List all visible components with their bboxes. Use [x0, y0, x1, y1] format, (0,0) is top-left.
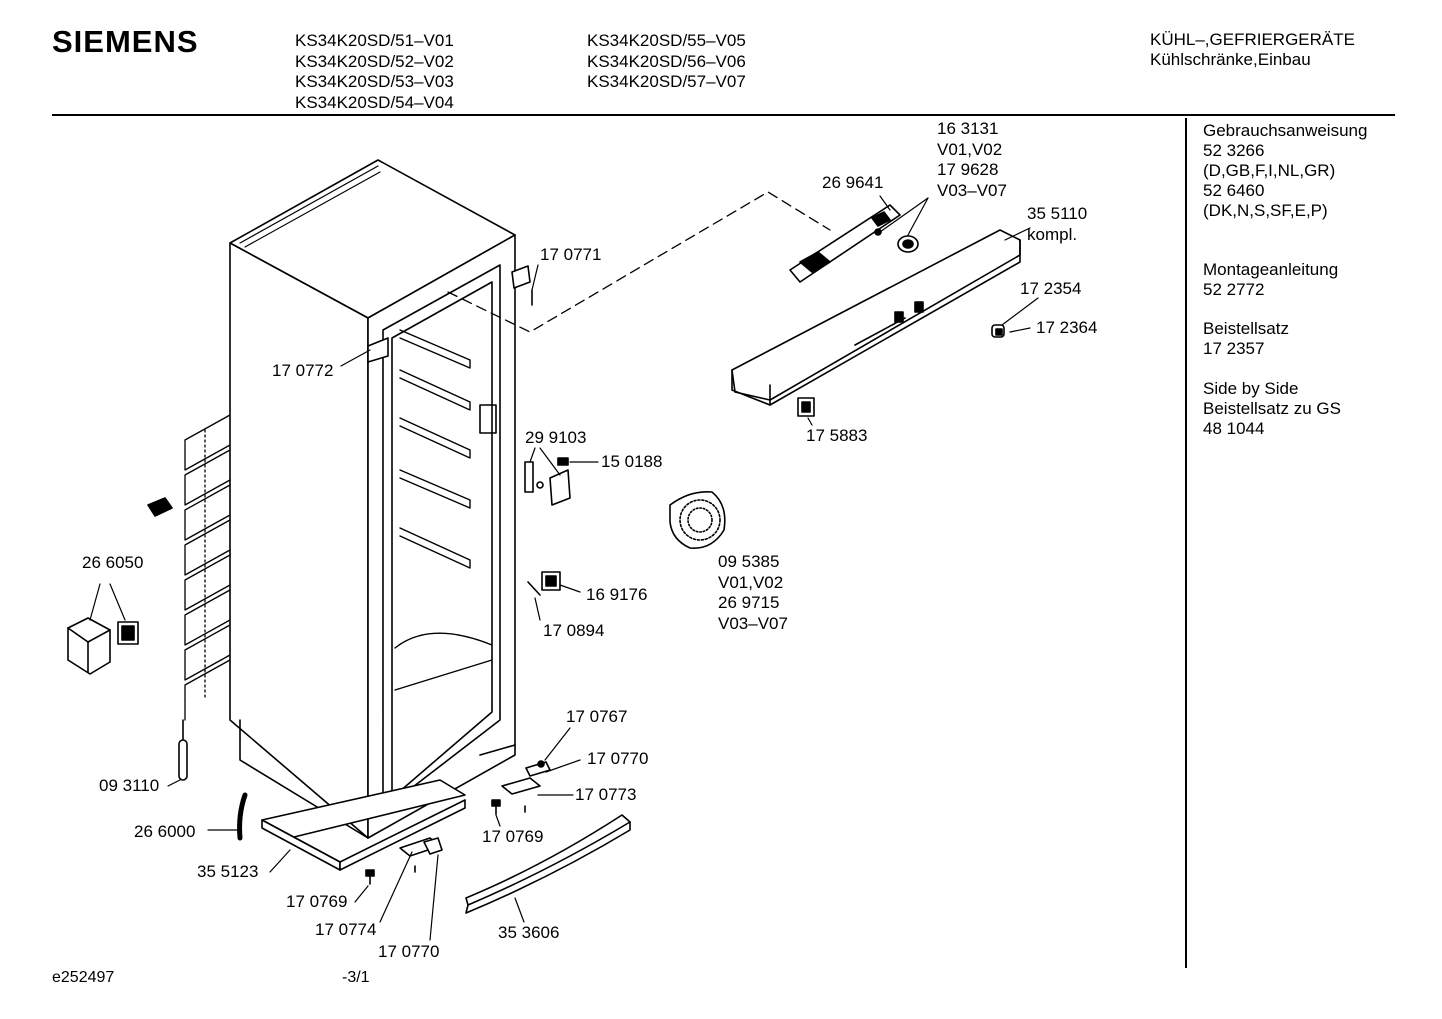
part-number: 15 0188 — [601, 452, 663, 471]
part-number: 26 9715 — [718, 593, 780, 612]
assembly-block: Montageanleitung 52 2772 — [1203, 260, 1338, 300]
subcategory: Kühlschränke,Einbau — [1150, 50, 1311, 69]
model-number: KS34K20SD/56–V06 — [587, 51, 746, 71]
part-number: 17 0774 — [315, 920, 377, 939]
leader-lines — [89, 195, 1039, 941]
model-number: KS34K20SD/53–V03 — [295, 72, 454, 91]
model-number: KS34K20SD/51–V01 — [295, 31, 454, 50]
category-heading: KÜHL–,GEFRIERGERÄTE Kühlschränke,Einbau — [1150, 30, 1355, 70]
model-number: KS34K20SD/54–V04 — [295, 92, 454, 112]
part-number: 17 9628 — [937, 160, 999, 179]
side-by-side-block: Side by Side Beistellsatz zu GS 48 1044 — [1203, 379, 1341, 439]
bracket-left — [147, 497, 173, 517]
kit-number: 17 2357 — [1203, 339, 1265, 358]
part-note: kompl. — [1027, 224, 1078, 244]
cabinet — [229, 159, 516, 839]
header-divider — [52, 114, 1395, 116]
top-vents — [239, 165, 381, 248]
fan-housing — [669, 490, 726, 549]
model-number: KS34K20SD/52–V02 — [295, 51, 454, 71]
part-number: 17 0773 — [575, 785, 637, 804]
callout-group-knob: 16 3131 V01,V02 17 9628 V03–V07 — [937, 119, 1007, 201]
switch — [797, 397, 815, 417]
kit-title: Beistellsatz — [1203, 319, 1289, 338]
lamp-holder — [524, 457, 571, 506]
shelves — [394, 329, 493, 691]
model-number: KS34K20SD/57–V07 — [587, 72, 746, 91]
dashed-connection — [447, 191, 831, 333]
exploded-parts-diagram — [67, 159, 1039, 941]
part-number: 35 5110 — [1027, 204, 1088, 223]
category: KÜHL–,GEFRIERGERÄTE — [1150, 30, 1355, 49]
page-number: -3/1 — [342, 969, 370, 986]
part-number: 17 5883 — [806, 426, 868, 445]
part-variant: V01,V02 — [718, 572, 784, 592]
part-variant: V01,V02 — [937, 139, 1003, 159]
callout-group-panel: 35 5110 kompl. — [1027, 204, 1087, 245]
part-number: 26 6050 — [82, 553, 144, 572]
sidebar-divider — [1185, 118, 1187, 968]
sbs-number: 48 1044 — [1203, 419, 1265, 438]
part-number: 29 9103 — [525, 428, 587, 447]
base-plate — [261, 779, 466, 871]
manual-block: Gebrauchsanweisung 52 3266 (D,GB,F,I,NL,… — [1203, 121, 1367, 221]
document-id: e252497 — [52, 969, 115, 986]
part-number: 17 2354 — [1020, 279, 1082, 298]
part-number: 16 9176 — [586, 585, 648, 604]
manual-number: 52 3266 — [1203, 141, 1265, 160]
sbs-title: Side by Side — [1203, 379, 1299, 398]
part-number: 17 0770 — [378, 942, 440, 961]
part-number: 17 0771 — [540, 245, 602, 264]
control-panel — [731, 229, 1021, 406]
condenser-coil — [184, 414, 231, 721]
relay-block — [67, 617, 139, 675]
socket — [527, 571, 561, 596]
control-knob — [874, 228, 919, 253]
small-knob — [991, 324, 1005, 338]
manual-number: 52 6460 — [1203, 181, 1265, 200]
model-number: KS34K20SD/55–V05 — [587, 31, 746, 50]
part-number: 35 3606 — [498, 923, 560, 942]
part-number: 17 2364 — [1036, 318, 1098, 337]
model-list-1: KS34K20SD/51–V01 KS34K20SD/52–V02 KS34K2… — [295, 31, 454, 113]
manual-languages: (DK,N,S,SF,E,P) — [1203, 201, 1328, 220]
model-list-2: KS34K20SD/55–V05 KS34K20SD/56–V06 KS34K2… — [587, 31, 746, 93]
part-number: 26 6000 — [134, 822, 196, 841]
manual-languages: (D,GB,F,I,NL,GR) — [1203, 161, 1336, 180]
part-variant: V03–V07 — [718, 613, 788, 633]
drain-hose — [237, 792, 248, 841]
part-number: 09 3110 — [99, 776, 160, 795]
part-number: 17 0767 — [566, 707, 628, 726]
part-variant: V03–V07 — [937, 180, 1007, 200]
part-number: 17 0769 — [286, 892, 348, 911]
sbs-subtitle: Beistellsatz zu GS — [1203, 399, 1341, 418]
callout-group-fan: 09 5385 V01,V02 26 9715 V03–V07 — [718, 552, 788, 634]
brand-logo: SIEMENS — [52, 24, 199, 59]
door-handle — [465, 814, 631, 914]
part-number: 17 0769 — [482, 827, 544, 846]
part-number: 26 9641 — [822, 173, 884, 192]
circuit-board — [789, 204, 901, 283]
assembly-number: 52 2772 — [1203, 280, 1265, 299]
kit-block: Beistellsatz 17 2357 — [1203, 319, 1289, 359]
hinge-parts — [365, 265, 551, 885]
part-number: 16 3131 — [937, 119, 999, 138]
manual-title: Gebrauchsanweisung — [1203, 121, 1368, 140]
part-number: 35 5123 — [197, 862, 259, 881]
part-number: 17 0772 — [272, 361, 334, 380]
part-number: 17 0770 — [587, 749, 649, 768]
assembly-title: Montageanleitung — [1203, 260, 1339, 279]
part-number: 17 0894 — [543, 621, 605, 640]
sensor-probe — [178, 719, 188, 781]
part-number: 09 5385 — [718, 552, 780, 571]
